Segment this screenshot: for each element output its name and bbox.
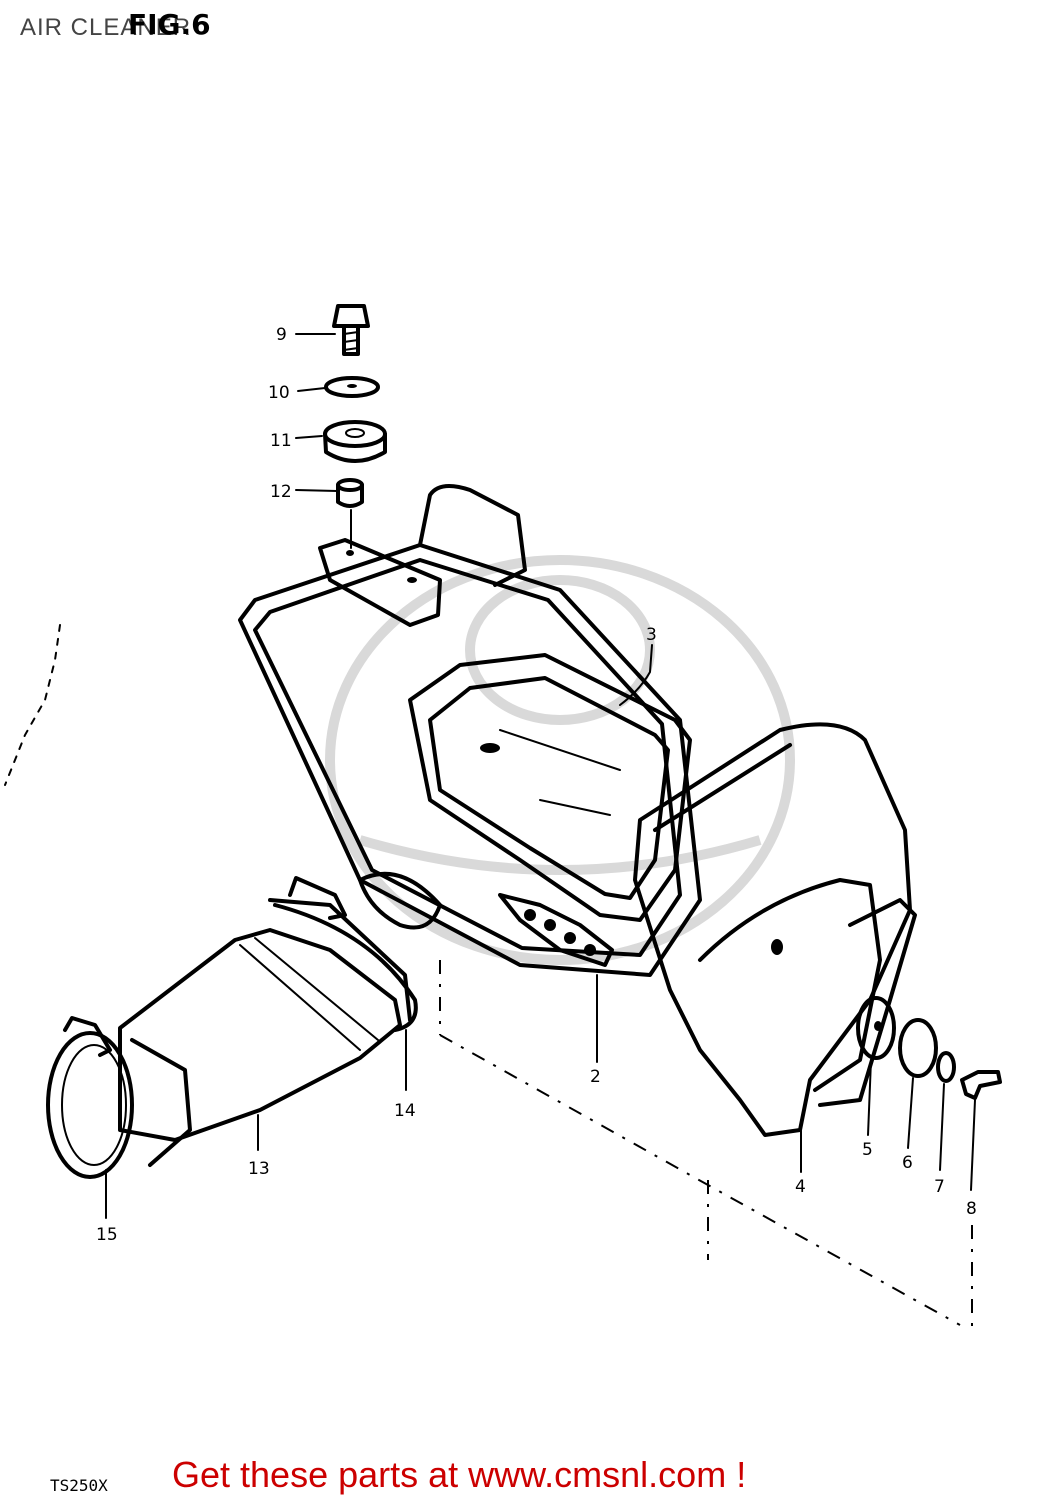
collar-part <box>336 478 364 508</box>
frame-edge-marks <box>4 624 61 786</box>
callout-6: 6 <box>902 1153 913 1173</box>
callout-4: 4 <box>795 1177 806 1197</box>
callout-3: 3 <box>646 625 657 645</box>
callout-10: 10 <box>268 383 290 403</box>
cover-part <box>633 722 917 1137</box>
bolt-part <box>332 304 370 356</box>
callout-labels: 9 10 11 12 3 2 14 13 15 4 5 6 7 8 <box>96 325 977 1245</box>
outlet-hose-part <box>118 876 412 1142</box>
callout-12: 12 <box>270 482 292 502</box>
callout-9: 9 <box>276 325 287 345</box>
filter-element-part <box>408 653 692 967</box>
callout-8: 8 <box>966 1199 977 1219</box>
model-code: TS250X <box>50 1476 108 1495</box>
small-washer-part <box>936 1051 956 1083</box>
callout-7: 7 <box>934 1177 945 1197</box>
cmsnl-promo-link[interactable]: Get these parts at www.cmsnl.com ! <box>172 1454 747 1495</box>
callout-13: 13 <box>248 1159 270 1179</box>
callout-2: 2 <box>590 1067 601 1087</box>
wing-nut-part <box>960 1070 1002 1100</box>
callout-14: 14 <box>394 1101 416 1121</box>
callout-5: 5 <box>862 1140 873 1160</box>
band-clamp-part <box>46 1016 192 1179</box>
hose-clamp-part <box>273 903 418 1032</box>
page-title: AIR CLEANER <box>20 14 192 41</box>
watermark-logo <box>325 555 795 965</box>
cushion-part <box>898 1018 938 1078</box>
plate-part <box>856 996 896 1060</box>
callout-15: 15 <box>96 1225 118 1245</box>
callout-11: 11 <box>270 431 292 451</box>
figure-label: FIG.6 <box>128 8 211 41</box>
washer-part <box>324 376 380 398</box>
grommet-part <box>323 420 387 463</box>
leader-lines <box>105 333 976 1330</box>
